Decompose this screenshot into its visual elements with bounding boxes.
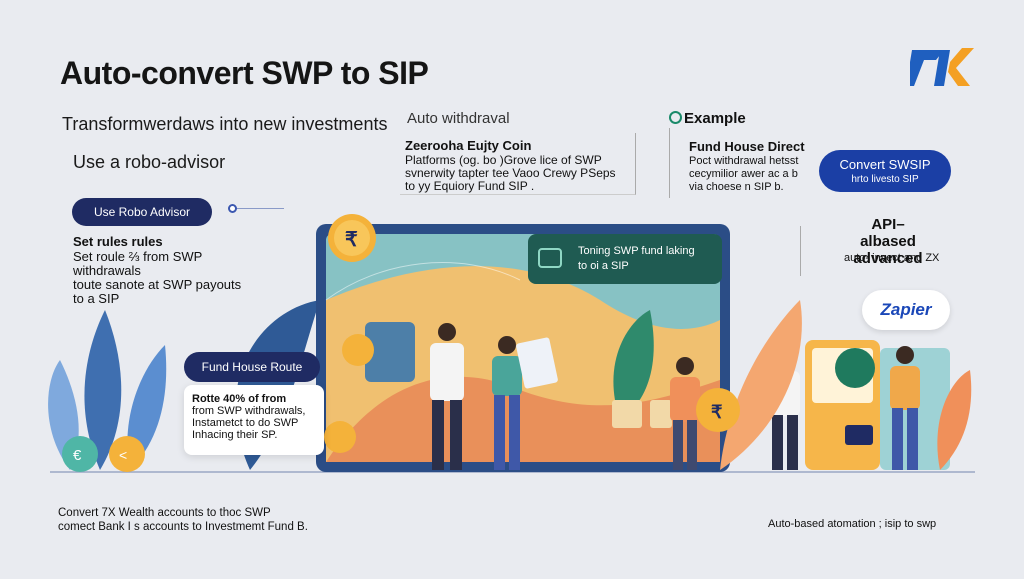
svg-text:€: € [73,447,82,464]
logo-icon [906,44,974,90]
divider [800,226,801,276]
fh-line: cecymilior awer ac a b [689,168,798,180]
person-man [430,323,464,470]
auto-box-text: Platforms (og. bo )Grove lice of SWP svn… [405,154,630,193]
chat-bubble-icon: < [109,436,145,472]
connector-line [232,208,284,209]
example-label: Example [684,110,746,127]
svg-text:₹: ₹ [711,402,723,422]
convert-button-sublabel: hrto livesto SIP [851,174,919,185]
rupee-coin-icon: ₹ [328,214,376,262]
rules-line: to a SIP [73,291,120,306]
person-woman [492,336,522,470]
fund-house-route-box: Rotte 40% of from from SWP withdrawals, … [184,385,324,455]
use-robo-advisor-button[interactable]: Use Robo Advisor [72,198,212,226]
api-based-title: API–albased advanced [853,216,923,267]
subtitle: Transformwerdaws into new investments [62,114,388,134]
screen-card-line: to oi a SIP [578,260,629,272]
fund-house-direct-title: Fund House Direct [689,139,805,154]
illustration: ₹ ₹ € < [48,214,975,473]
footer-left-text: Convert 7X Wealth accounts to thoc SWP c… [58,506,308,534]
footer-line: comect Bank I s accounts to Investmemt F… [58,521,308,533]
rules-line: Set roule ⅔ from SWP withdrawals [73,249,203,278]
fhr-line: Instametct to do SWP [192,417,299,429]
rupee-coin-icon: ₹ [696,388,740,432]
auto-box-title: Zeerooha Eujty Coin [405,138,532,153]
robo-advisor-heading: Use a robo-advisor [73,152,226,172]
fhr-line: Inhacing their SP. [192,429,278,441]
auto-box-line: to yy Equiory Fund SIP . [405,179,535,193]
auto-withdrawal-label: Auto withdraval [407,110,510,127]
euro-coin-icon: € [62,436,98,472]
auto-box-line: svnerwity tapter tee Vaoo Crewy PSeps [405,166,616,180]
fh-line: Poct withdrawal hetsst [689,155,799,167]
footer-right-text: Auto-based atomation ; isip to swp [768,518,937,530]
zapier-button[interactable]: Zapier [862,290,950,330]
svg-text:₹: ₹ [345,229,358,251]
connector-dot [228,204,237,213]
person-far-right [890,346,920,470]
example-icon [669,111,682,124]
page-title: Auto-convert SWP to SIP [60,55,429,91]
footer-line: Convert 7X Wealth accounts to thoc SWP [58,507,271,519]
divider [669,128,670,198]
fhr-line: Rotte 40% of from [192,393,287,405]
convert-swp-sip-button[interactable]: Convert SWSIP hrto livesto SIP [819,150,951,192]
fh-line: via choese n SIP b. [689,181,784,193]
screen-card-line: Toning SWP fund laking [578,245,695,257]
auto-withdrawal-box [400,133,636,195]
fhr-line: from SWP withdrawals, [192,405,306,417]
person-orange [670,357,700,470]
wallet-icon [538,248,562,268]
calculator-icon [365,322,415,382]
api-based-text: auto- invect and ZX [844,252,940,264]
convert-button-label: Convert SWSIP [839,157,931,172]
rules-line: toute sanote at SWP payouts [73,277,242,292]
svg-text:<: < [119,447,127,463]
rules-text: Set roule ⅔ from SWP withdrawals toute s… [73,250,273,306]
auto-box-line: Platforms (og. bo )Grove lice of SWP [405,153,602,167]
rules-title: Set rules rules [73,234,163,249]
fund-house-direct-text: Poct withdrawal hetsst cecymilior awer a… [689,155,809,194]
leaf-icon [84,310,122,470]
fund-house-route-button[interactable]: Fund House Route [184,352,320,382]
